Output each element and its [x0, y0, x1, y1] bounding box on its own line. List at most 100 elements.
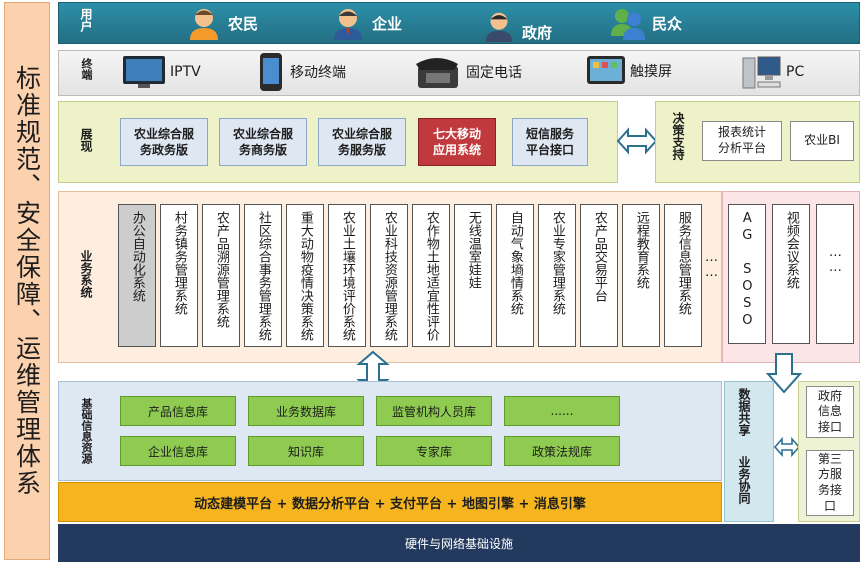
db-box-policy: 政策法规库 — [504, 436, 620, 466]
presentation-box-gov: 农业综合服务政务版 — [120, 118, 208, 166]
user-row-title: 用户 — [79, 8, 93, 32]
db-box-more: ...... — [504, 396, 620, 426]
user-label-farmer: 农民 — [228, 14, 259, 33]
system-label-6: 农业科技资源管理系统 — [381, 211, 397, 341]
decision-box-report: 报表统计分析平台 — [702, 121, 782, 161]
infrastructure-text: 硬件与网络基础设施 — [404, 536, 513, 551]
external-third-line3: 务接 — [817, 483, 842, 497]
system-box-13: 服务信息管理系统 — [664, 204, 702, 347]
terminal-label-iptv: IPTV — [170, 64, 201, 80]
external-third-line2: 方服 — [817, 467, 842, 482]
phone-icon — [416, 58, 458, 88]
farmer-icon — [190, 9, 218, 40]
system-label-13: 服务信息管理系统 — [675, 211, 691, 315]
db-box-knowledge: 知识库 — [248, 436, 364, 466]
system-box-8: 无线温室娃娃 — [454, 204, 492, 347]
terminal-label-touchscreen: 触摸屏 — [630, 64, 672, 80]
government-icon — [485, 12, 513, 42]
system-box-3: 社区综合事务管理系统 — [244, 204, 282, 347]
right-system-label-more: …… — [827, 245, 843, 275]
db-box-product: 产品信息库 — [120, 396, 236, 426]
system-box-4: 重大动物疫情决策系统 — [286, 204, 324, 347]
mobile-icon — [260, 53, 282, 91]
public-icon — [611, 9, 645, 40]
presentation-box-service: 农业综合服务服务版 — [318, 118, 406, 166]
platform-text: 动态建模平台 + 数据分析平台 + 支付平台 + 地图引擎 + 消息引擎 — [194, 496, 586, 512]
user-label-enterprise: 企业 — [372, 14, 403, 33]
presentation-box-mobile-apps-line1: 七大移动 — [432, 126, 481, 141]
external-third-line1: 第三 — [817, 451, 842, 466]
terminal-row-title: 终端 — [80, 58, 93, 80]
decision-box-report-line1: 报表统计 — [717, 125, 766, 140]
db-label-more: ...... — [550, 404, 574, 418]
user-item-public: 民众 — [610, 6, 682, 40]
system-label-1: 村务镇务管理系统 — [171, 211, 187, 315]
infrastructure-bar: 硬件与网络基础设施 — [58, 524, 860, 562]
system-box-11: 农产品交易平台 — [580, 204, 618, 347]
system-label-5: 农业土壤环境评价系统 — [339, 211, 355, 341]
presentation-box-service-line1: 农业综合服 — [331, 126, 392, 141]
decision-box-bi: 农业BI — [790, 121, 854, 161]
db-label-knowledge: 知识库 — [287, 444, 324, 459]
db-label-policy: 政策法规库 — [531, 444, 592, 459]
presentation-box-mobile-apps: 七大移动应用系统 — [418, 118, 496, 166]
enterprise-icon — [334, 9, 362, 40]
system-label-9: 自动气象墒情系统 — [507, 211, 523, 315]
system-label-7: 农作物土地适宜性评价 — [423, 211, 439, 341]
base-title: 基础信息资源 — [80, 398, 93, 464]
decision-title: 决策支持 — [671, 112, 685, 160]
touchscreen-icon — [587, 56, 625, 84]
system-label-4: 重大动物疫情决策系统 — [297, 211, 313, 341]
data-share-column — [724, 381, 774, 522]
system-box-2: 农产品溯源管理系统 — [202, 204, 240, 347]
user-label-public: 民众 — [652, 14, 683, 33]
double-arrow-horizontal — [616, 127, 658, 155]
tv-icon — [123, 56, 165, 88]
system-label-8: 无线温室娃娃 — [465, 211, 481, 289]
system-label-3: 社区综合事务管理系统 — [255, 211, 271, 341]
presentation-box-sms-line2: 平台接口 — [525, 143, 574, 157]
right-system-label-video: 视频会议系统 — [783, 211, 799, 289]
terminal-item-touchscreen: 触摸屏 — [586, 54, 672, 88]
left-banner-standards: 标准规范、安全保障、运维管理体系 — [4, 2, 50, 560]
share-text-2: 业务协同 — [737, 456, 751, 504]
db-label-product: 产品信息库 — [147, 404, 208, 419]
share-text-1: 数据共享 — [737, 388, 751, 436]
db-box-regulator: 监管机构人员库 — [376, 396, 492, 426]
user-label-government: 政府 — [522, 24, 553, 42]
system-ellipsis: …… — [704, 250, 719, 280]
system-box-6: 农业科技资源管理系统 — [370, 204, 408, 347]
presentation-box-business-line2: 务商务版 — [238, 143, 287, 157]
system-box-10: 农业专家管理系统 — [538, 204, 576, 347]
right-system-box-more: …… — [816, 204, 854, 344]
system-box-9: 自动气象墒情系统 — [496, 204, 534, 347]
presentation-title: 展现 — [79, 128, 93, 152]
db-box-expert: 专家库 — [376, 436, 492, 466]
user-item-farmer: 农民 — [186, 6, 258, 40]
system-box-1: 村务镇务管理系统 — [160, 204, 198, 347]
external-box-third-party: 第三 方服 务接 口 — [806, 450, 854, 516]
external-gov-line1: 政府 — [817, 388, 842, 403]
down-arrow — [766, 353, 802, 394]
decision-box-report-line2: 分析平台 — [717, 141, 766, 155]
presentation-box-business: 农业综合服务商务版 — [219, 118, 307, 166]
user-item-enterprise: 企业 — [330, 6, 402, 40]
double-arrow-small — [774, 436, 800, 458]
system-label-10: 农业专家管理系统 — [549, 211, 565, 315]
db-label-enterprise: 企业信息库 — [147, 444, 208, 459]
right-system-label-agsoso: AG SOSO — [739, 211, 755, 330]
db-label-business: 业务数据库 — [275, 404, 336, 419]
db-label-expert: 专家库 — [415, 444, 452, 459]
external-gov-line2: 信息 — [817, 404, 842, 419]
user-item-government: 政府 — [482, 8, 552, 43]
system-label-2: 农产品溯源管理系统 — [213, 211, 229, 328]
pc-icon — [742, 56, 781, 89]
system-label-11: 农产品交易平台 — [591, 211, 607, 302]
external-gov-line3: 接口 — [817, 419, 842, 434]
system-label-12: 远程教育系统 — [633, 211, 649, 289]
terminal-item-phone: 固定电话 — [412, 54, 522, 90]
presentation-box-gov-line1: 农业综合服 — [133, 126, 194, 141]
db-box-enterprise: 企业信息库 — [120, 436, 236, 466]
platform-bar: 动态建模平台 + 数据分析平台 + 支付平台 + 地图引擎 + 消息引擎 — [58, 482, 722, 522]
left-banner-text: 标准规范、安全保障、运维管理体系 — [12, 65, 42, 497]
